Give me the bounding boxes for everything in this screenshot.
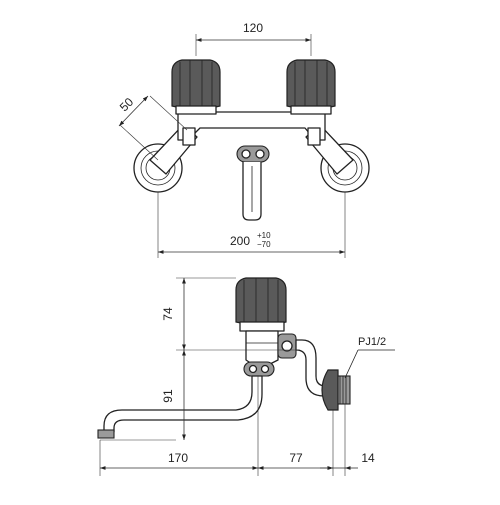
dim-handle-height-label: 74 (161, 307, 175, 321)
left-valve-stem (182, 127, 196, 146)
right-handle (286, 59, 336, 115)
faucet-body (177, 111, 326, 141)
side-valve-body (245, 330, 279, 365)
side-view: PJ1/2 74 91 170 77 14 (97, 277, 395, 476)
dim-connector-depth-label: 14 (361, 451, 375, 465)
left-handle (171, 59, 221, 115)
thread-spec-label: PJ1/2 (358, 336, 386, 348)
spout-top-view (236, 145, 270, 221)
side-spout-collar (243, 361, 275, 377)
spout-tip (97, 429, 115, 439)
dim-spout-reach-label: 170 (168, 451, 188, 465)
wall-connector (321, 369, 351, 411)
dim-mount-width-label: 200 (230, 234, 250, 248)
dim-line-50 (118, 95, 149, 127)
dim-mount-tol-minus: −70 (257, 240, 271, 249)
dim-mount-tol-plus: +10 (257, 231, 271, 240)
spout (103, 375, 263, 433)
side-handle (235, 277, 287, 332)
dim-body-depth-label: 77 (289, 451, 303, 465)
top-view: 120 50 200 +10 −70 (117, 21, 370, 258)
union-nut (277, 333, 297, 359)
dim-handle-spacing-label: 120 (243, 21, 263, 35)
dim-spout-height-label: 91 (161, 389, 175, 403)
right-valve-stem (307, 127, 321, 146)
